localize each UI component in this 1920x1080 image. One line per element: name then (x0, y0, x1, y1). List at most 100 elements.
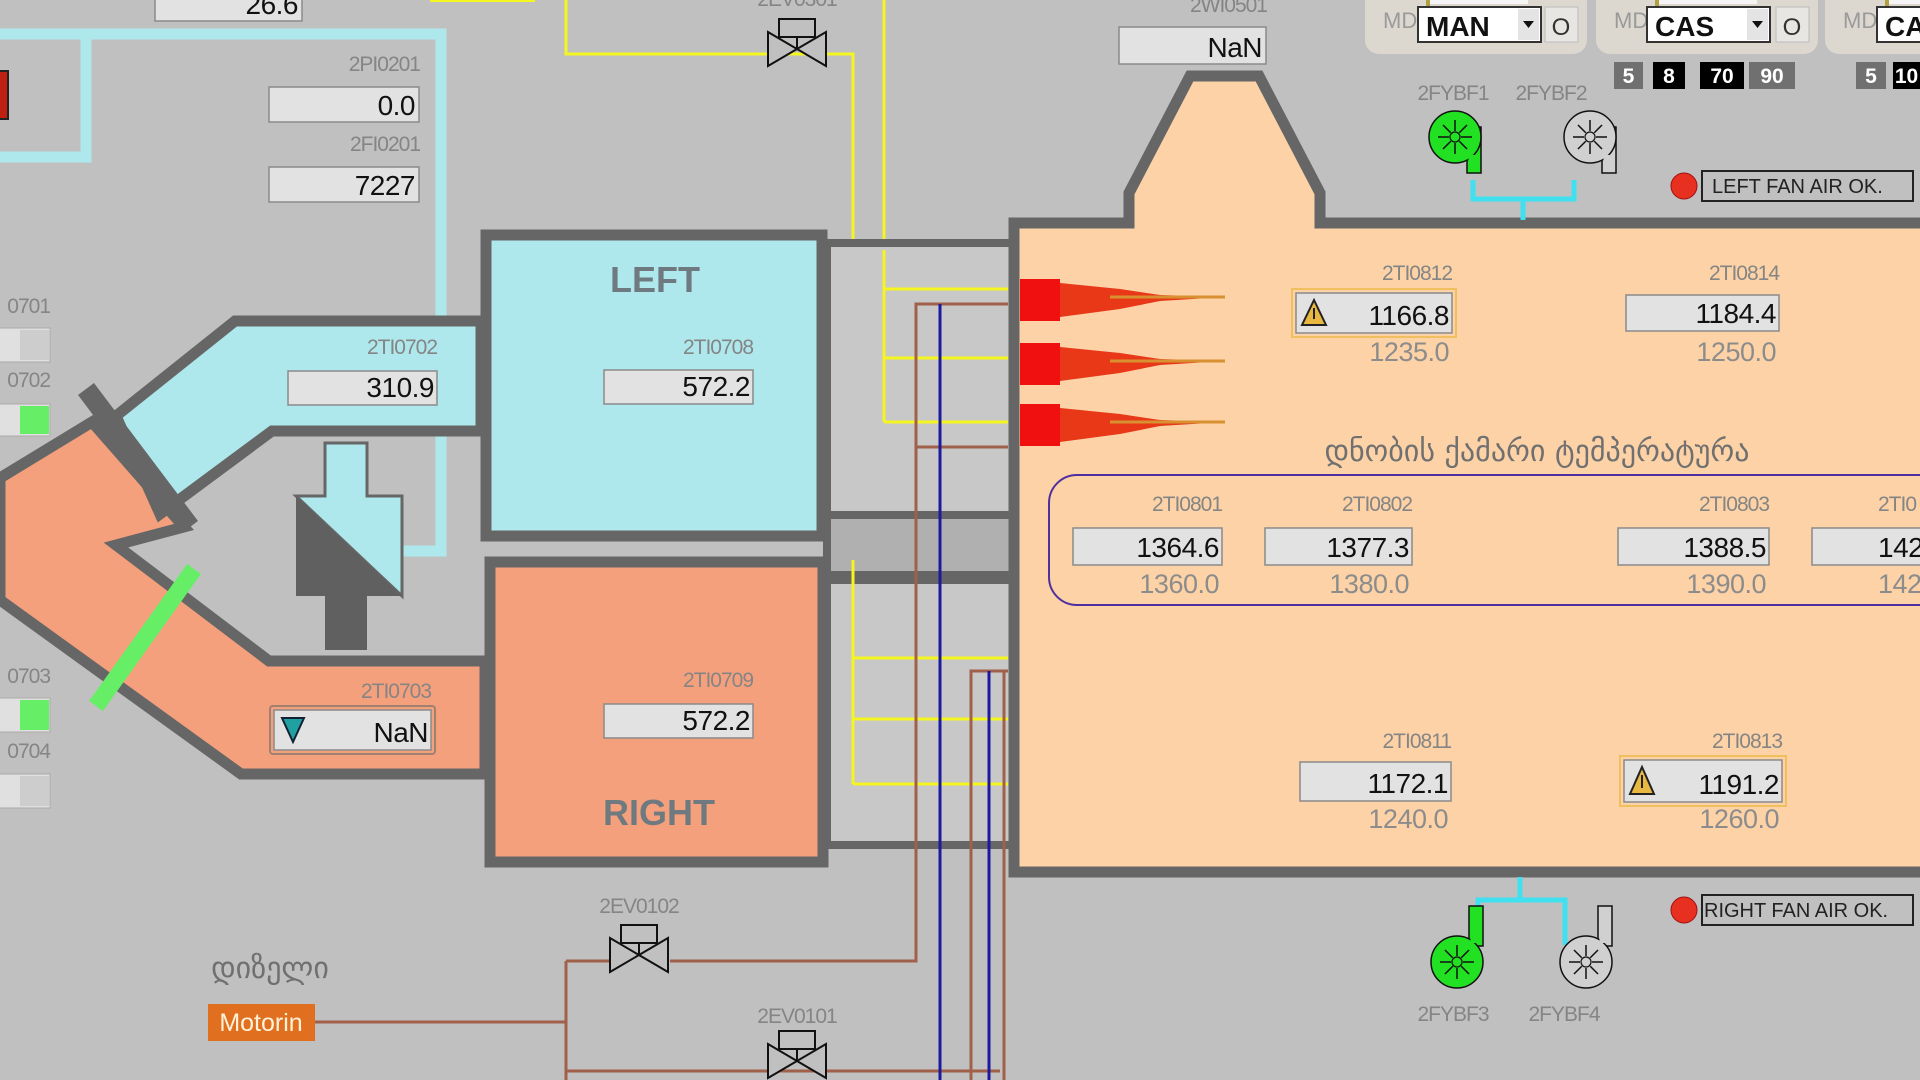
status-led-icon (1670, 896, 1698, 924)
fan-icon[interactable] (1430, 905, 1484, 989)
instrument-setpoint: 1240.0 (1368, 804, 1448, 834)
instrument-tag: 2TI0703 (361, 680, 431, 703)
instrument-2ti0812[interactable]: 2TI0812 1166.8 1235.0 (1291, 262, 1457, 367)
instrument-tag: 2TI0709 (683, 669, 753, 692)
instrument-setpoint: 1360.0 (1139, 569, 1219, 599)
mode-select-value: MAN (1426, 11, 1490, 42)
instrument-tag: 2TI0708 (683, 336, 753, 359)
instrument-tag: 2TI0 (1878, 493, 1916, 516)
indicator-label: 0703 (7, 665, 50, 688)
instrument-value: NaN (373, 717, 428, 748)
fuel-label: დიზელი (211, 951, 329, 986)
limit-chip-value: 8 (1663, 65, 1675, 88)
instrument-tag: 2TI0812 (1382, 262, 1452, 285)
mode-panel: MD CAS O (1596, 0, 1818, 54)
limit-chip: 8 (1653, 62, 1685, 89)
fan-label: 2FYBF4 (1528, 1003, 1600, 1026)
indicator-label: 0704 (7, 740, 51, 763)
motorin-button[interactable]: Motorin (208, 1004, 315, 1041)
instrument-value: 1184.4 (1695, 298, 1776, 329)
limit-chip: 70 (1700, 62, 1744, 89)
flow-value: 7227 (355, 170, 415, 201)
warning-icon (1300, 297, 1328, 326)
weight-value: NaN (1207, 32, 1262, 63)
instrument-tag: 2TI0702 (367, 336, 437, 359)
valve-icon[interactable] (767, 1030, 827, 1080)
fan-icon[interactable] (1428, 110, 1482, 174)
flow-display[interactable]: 2FI0201 7227 (268, 133, 421, 203)
instrument-tag: 2TI0801 (1152, 493, 1222, 516)
operate-button[interactable]: O (1775, 6, 1810, 43)
mode-select[interactable]: CAS (1646, 6, 1771, 43)
instrument-setpoint: 1235.0 (1369, 337, 1449, 367)
fan-label: 2FYBF2 (1515, 82, 1586, 105)
instrument-2ti0702[interactable]: 2TI0702 310.9 (287, 336, 438, 406)
pressure-tag: 2PI0201 (349, 53, 421, 76)
fan-label: 2FYBF3 (1417, 1003, 1488, 1026)
limit-chip: 10 (1893, 62, 1920, 89)
valve-label: 2EV0102 (599, 895, 679, 918)
instrument-2ti0708[interactable]: 2TI0708 572.2 (603, 336, 754, 405)
indicator-label: 0702 (7, 369, 50, 392)
instrument-value: 572.2 (682, 371, 750, 402)
motorin-button-label: Motorin (219, 1009, 302, 1037)
air-pipe (0, 28, 447, 557)
mode-select-value: CAS (1655, 11, 1714, 42)
limit-chip-value: 5 (1623, 65, 1635, 88)
damper (78, 382, 198, 534)
instrument-value: 1166.8 (1368, 300, 1449, 331)
chamber-temperature-group (1048, 474, 1920, 606)
instrument-value: 310.9 (366, 372, 434, 403)
operate-button[interactable]: O (1544, 6, 1579, 43)
status-led-icon (1670, 172, 1698, 200)
valve-label: 2EV0301 (757, 0, 837, 11)
right-zone-label: RIGHT (603, 792, 715, 833)
instrument-setpoint: 1250.0 (1696, 337, 1776, 367)
flow-arrow (292, 441, 404, 650)
instrument-value: 1377.3 (1326, 532, 1409, 563)
limit-chip: 90 (1749, 62, 1795, 89)
instrument-value: 142 (1878, 532, 1920, 563)
yellow-pipes-overlay (851, 250, 1008, 786)
instrument-tag: 2TI0811 (1383, 730, 1452, 753)
valve-label: 2EV0101 (757, 1005, 837, 1028)
flow-tag: 2FI0201 (350, 133, 420, 156)
limit-chip-value: 5 (1865, 65, 1877, 88)
left-indicators: 0701 0702 0703 0704 (0, 295, 52, 809)
valve-icon[interactable] (767, 18, 827, 68)
indicator-label: 0701 (7, 295, 50, 318)
flame-icon (1020, 279, 1225, 321)
alarm-indicator (0, 70, 9, 120)
left-fan-status: LEFT FAN AIR OK. (1670, 170, 1914, 202)
limit-chip-value: 90 (1760, 65, 1783, 88)
limit-chip-value: 70 (1710, 65, 1733, 88)
instrument-2ti0709[interactable]: 2TI0709 572.2 (603, 669, 754, 739)
instrument-tag: 2TI0802 (1342, 493, 1412, 516)
low-alarm-shield-icon (280, 717, 306, 745)
chevron-down-icon (1752, 21, 1763, 28)
instrument-2ti0811[interactable]: 2TI0811 1172.1 1240.0 (1299, 730, 1452, 834)
valve-icon[interactable] (609, 924, 669, 974)
fan-icon[interactable] (1559, 905, 1613, 989)
burner-flames (1020, 279, 1225, 446)
instrument-value: 572.2 (682, 705, 750, 736)
top-value-display[interactable]: 26.6 (154, 0, 303, 22)
md-label: MD (1614, 8, 1648, 33)
instrument-value: 1172.1 (1367, 768, 1448, 799)
mode-select[interactable]: MAN (1417, 6, 1542, 43)
mode-select[interactable]: CA (1876, 6, 1920, 43)
chamber-title: დნობის ქამარი ტემპერატურა (1324, 434, 1749, 469)
limit-chip: 5 (1856, 62, 1886, 89)
flame-icon (1020, 404, 1225, 446)
fan-icon[interactable] (1563, 110, 1617, 174)
